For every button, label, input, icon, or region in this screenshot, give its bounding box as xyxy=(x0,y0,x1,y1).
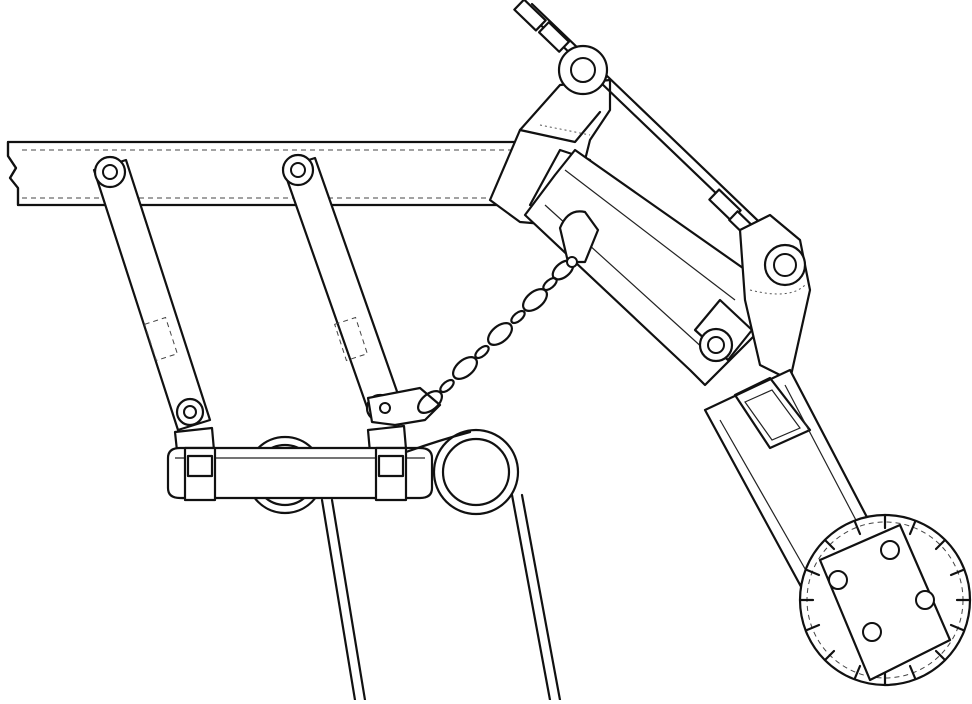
pivot-bolt-icon xyxy=(290,162,306,178)
disc-notches xyxy=(798,513,972,687)
pivot-bolt-icon xyxy=(102,164,118,180)
bolt-plate-icon xyxy=(818,523,952,682)
tine-bar xyxy=(166,430,472,502)
right-pivot-plate xyxy=(738,213,812,382)
pivot-bolt-icon xyxy=(707,336,725,354)
disc-assembly xyxy=(798,513,972,687)
chain-anchor-tab xyxy=(558,210,600,268)
rod-end-nut-icon xyxy=(513,0,547,32)
pivot-bolt-icon xyxy=(773,253,797,277)
chain xyxy=(417,259,575,414)
left-hanger xyxy=(92,155,220,500)
top-pivot xyxy=(557,44,609,96)
lower-pivot xyxy=(693,298,754,363)
pivot-bolt-icon xyxy=(570,57,596,83)
chain-link-icon xyxy=(487,322,513,346)
coil-spring-icon xyxy=(432,428,520,516)
chain-link-icon xyxy=(452,356,478,380)
chain-link-icon xyxy=(417,390,443,414)
